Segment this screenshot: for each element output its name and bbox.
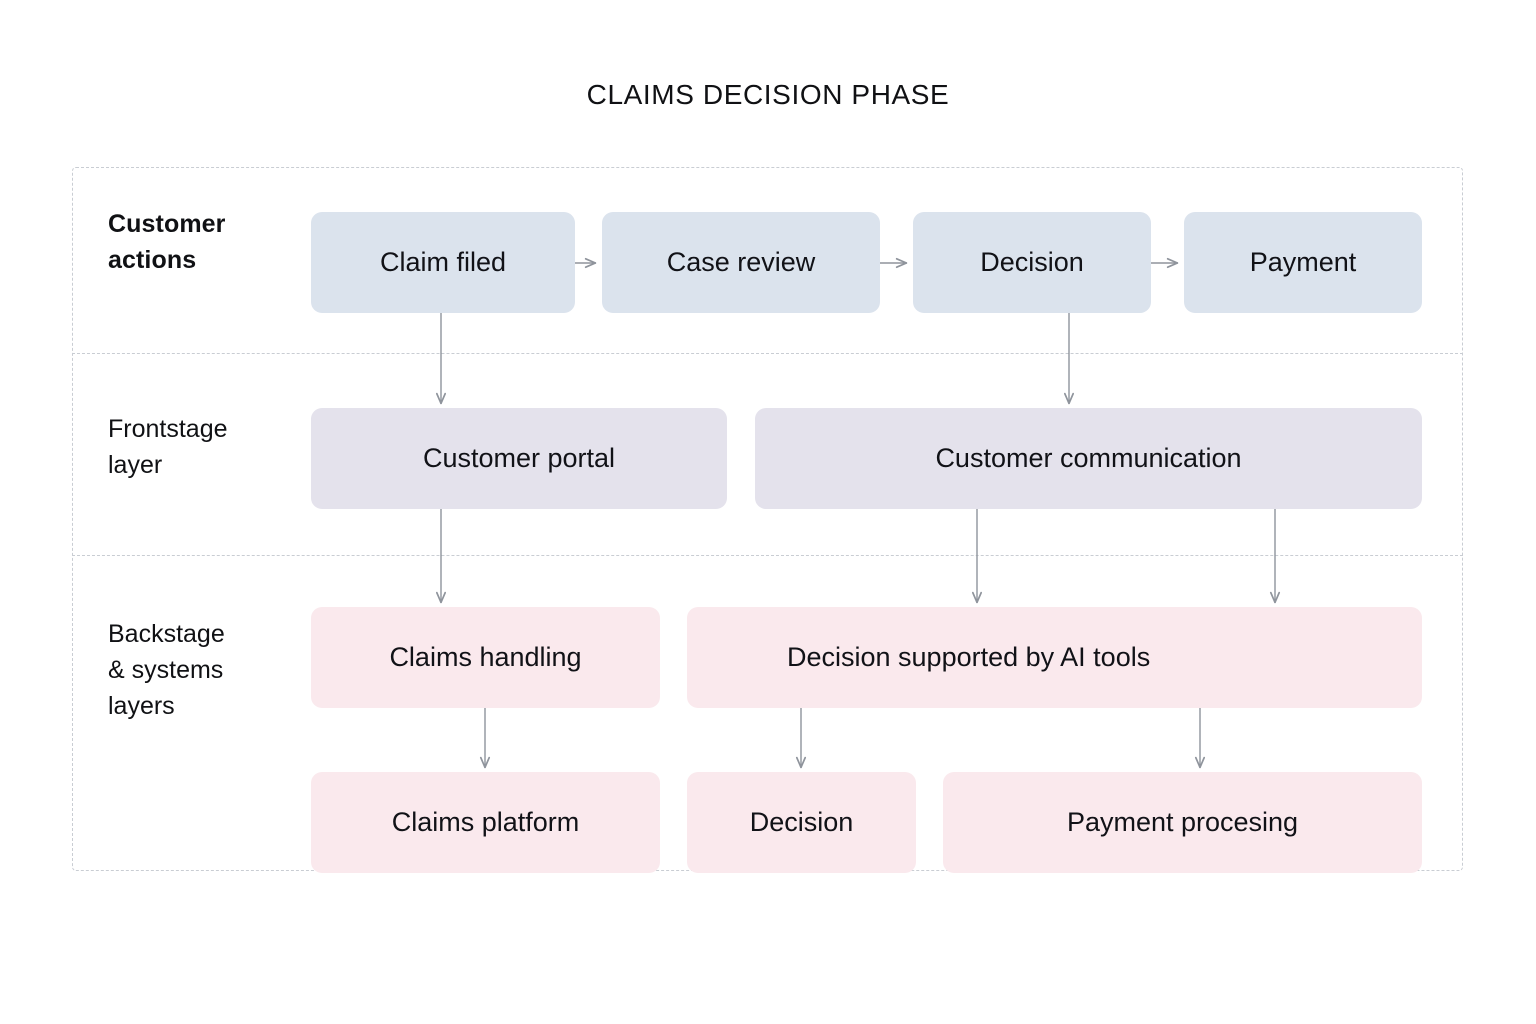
page-title: CLAIMS DECISION PHASE bbox=[586, 79, 950, 110]
row-label-customer-actions: Customer actions bbox=[108, 210, 226, 274]
row-divider-frontstage-backstage bbox=[72, 555, 1463, 556]
node-customer-communication[interactable]: Customer communication bbox=[755, 408, 1422, 509]
node-decision-supported-by-ai-tools[interactable]: Decision supported by AI tools bbox=[687, 607, 1422, 708]
node-claim-filed[interactable]: Claim filed bbox=[311, 212, 575, 313]
row-divider-customer-frontstage bbox=[72, 353, 1463, 354]
node-payment-processing[interactable]: Payment procesing bbox=[943, 772, 1422, 873]
node-claims-platform[interactable]: Claims platform bbox=[311, 772, 660, 873]
node-decision[interactable]: Decision bbox=[913, 212, 1151, 313]
node-case-review[interactable]: Case review bbox=[602, 212, 880, 313]
node-customer-portal[interactable]: Customer portal bbox=[311, 408, 727, 509]
node-decision-bottom[interactable]: Decision bbox=[687, 772, 916, 873]
node-payment[interactable]: Payment bbox=[1184, 212, 1422, 313]
node-claims-handling[interactable]: Claims handling bbox=[311, 607, 660, 708]
row-label-backstage-systems-layers: Backstage & systems layers bbox=[108, 620, 225, 720]
row-label-frontstage-layer: Frontstage layer bbox=[108, 415, 228, 479]
